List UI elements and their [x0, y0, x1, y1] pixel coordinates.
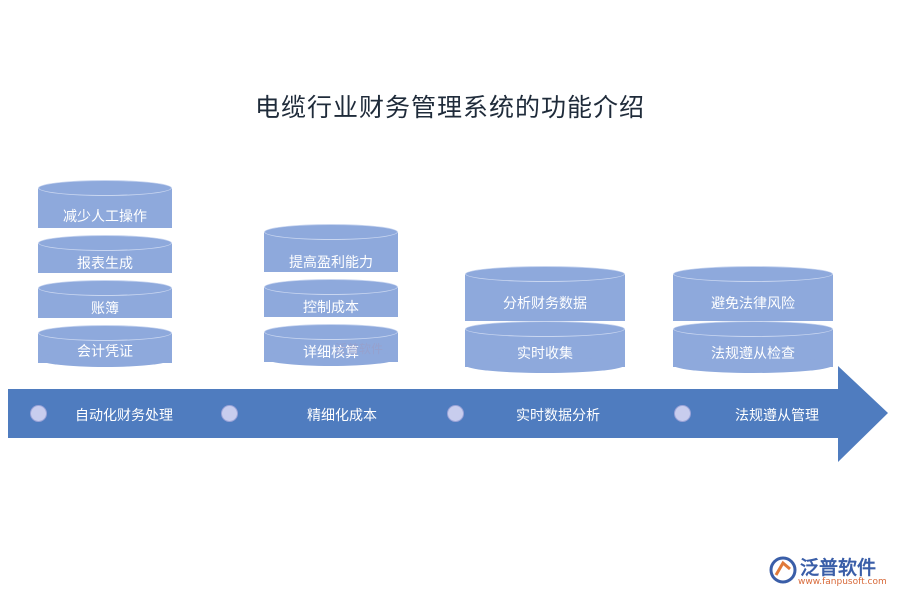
logo-name: 泛普软件 [800, 557, 877, 579]
disk-level-1: 提高盈利能力 [264, 224, 398, 279]
disk-level-2: 实时收集 [465, 321, 625, 376]
page-title: 电缆行业财务管理系统的功能介绍 [254, 93, 645, 122]
stack-realtime: 实时收集 分析财务数据 [465, 266, 625, 380]
disk-label: 减少人工操作 [63, 209, 147, 225]
brand-logo: 泛普软件 www.fanpusoft.com [768, 553, 893, 593]
disk-level-1: 减少人工操作 [38, 180, 172, 235]
disk-label: 详细核算 [303, 345, 359, 361]
disk-label: 避免法律风险 [711, 296, 795, 312]
disk-level-2: 法规遵从检查 [673, 321, 833, 376]
timeline-dot-3 [447, 405, 464, 422]
disk-label: 控制成本 [303, 300, 359, 316]
disk-level-2: 控制成本 [264, 279, 398, 324]
disk-level-4: 会计凭证 [38, 325, 172, 370]
disk-label: 分析财务数据 [503, 296, 587, 312]
stack-compliance: 法规遵从检查 避免法律风险 [673, 266, 833, 380]
disk-label: 法规遵从检查 [711, 346, 795, 362]
timeline-label-2: 精细化成本 [307, 408, 377, 424]
timeline-dot-1 [30, 405, 47, 422]
disk-level-2: 报表生成 [38, 235, 172, 280]
timeline-dot-4 [674, 405, 691, 422]
disk-label: 实时收集 [517, 346, 573, 362]
fanpu-logo-icon [769, 556, 797, 584]
timeline-label-4: 法规遵从管理 [735, 408, 819, 424]
disk-level-1: 分析财务数据 [465, 266, 625, 321]
disk-level-3: 详细核算 [264, 324, 398, 369]
disk-label: 提高盈利能力 [289, 255, 373, 271]
watermark: 泛普软件 [335, 342, 384, 356]
logo-url: www.fanpusoft.com [798, 577, 887, 587]
timeline-label-1: 自动化财务处理 [75, 408, 173, 424]
timeline-dot-2 [221, 405, 238, 422]
disk-label: 会计凭证 [77, 344, 133, 360]
disk-level-1: 避免法律风险 [673, 266, 833, 321]
disk-level-3: 账簿 [38, 280, 172, 325]
disk-label: 报表生成 [77, 256, 133, 272]
stack-cost: 详细核算 控制成本 提高盈利能力 [264, 224, 398, 380]
stack-automation: 会计凭证 账簿 报表生成 减少人工操作 [38, 180, 172, 380]
timeline-label-3: 实时数据分析 [516, 408, 600, 424]
disk-label: 账簿 [91, 301, 119, 317]
